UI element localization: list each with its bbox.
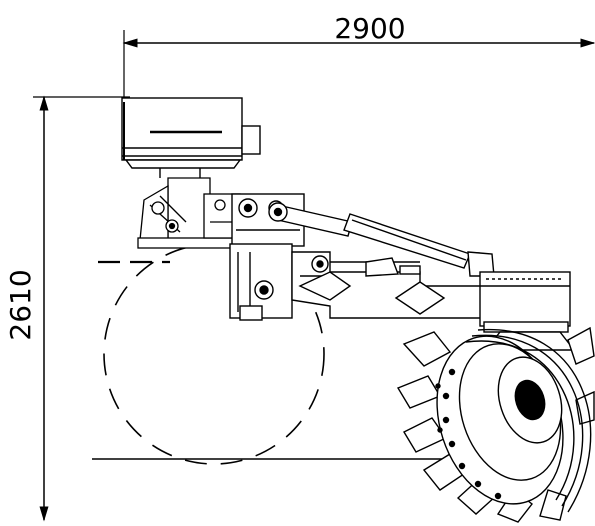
height-dimension: 2610 xyxy=(4,95,130,522)
width-dimension: 2900 xyxy=(122,12,595,110)
hydraulic-cylinder xyxy=(268,202,495,277)
width-label: 2900 xyxy=(334,12,405,45)
height-label: 2610 xyxy=(4,269,37,340)
cutting-wheel xyxy=(396,326,595,523)
top-housing xyxy=(121,97,261,178)
